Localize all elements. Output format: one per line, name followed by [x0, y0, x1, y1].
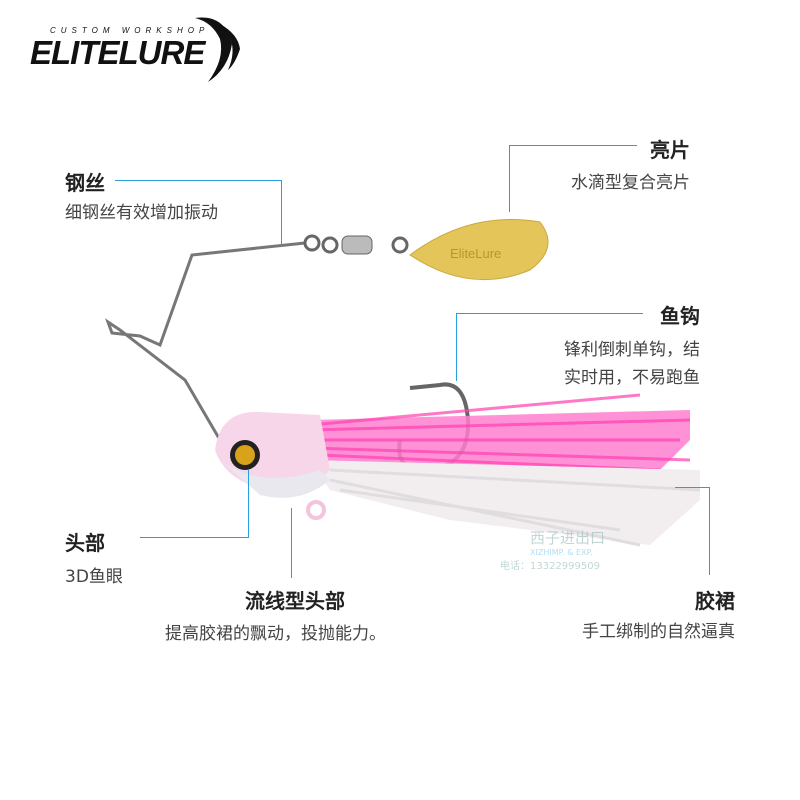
head-title: 头部 — [65, 531, 105, 555]
blade-engraving: EliteLure — [450, 246, 501, 261]
skirt-leader-line — [675, 487, 709, 488]
blade-leader-line-v — [509, 145, 510, 212]
head-desc: 3D鱼眼 — [65, 567, 123, 587]
logo-tagline: CUSTOM WORKSHOP — [50, 26, 210, 35]
hook-leader-line — [456, 313, 643, 314]
swivel — [303, 234, 409, 255]
wire-leader-line — [115, 180, 281, 181]
watermark: 西子进出口 XIZHIMP. & EXP. 电话：13322999509 — [500, 527, 605, 572]
watermark-name-cn: 西子进出口 — [530, 529, 606, 547]
logo-swoosh-icon — [195, 17, 240, 82]
wire-desc: 细钢丝有效增加振动 — [65, 203, 218, 223]
blade-title: 亮片 — [650, 138, 690, 162]
brand-logo: CUSTOM WORKSHOP ELITELURE — [30, 14, 245, 84]
hook-desc-line2: 实时用，不易跑鱼 — [564, 368, 700, 388]
blade-leader-line — [509, 145, 637, 146]
blade-desc: 水滴型复合亮片 — [571, 173, 690, 193]
wire-leader-line-v — [281, 180, 282, 246]
streamline-head-desc: 提高胶裙的飘动，投抛能力。 — [165, 624, 386, 644]
watermark-name-en: XIZHIMP. & EXP. — [530, 548, 593, 557]
jig-head — [215, 411, 330, 520]
skirt — [309, 393, 701, 547]
wire-arm — [105, 241, 306, 441]
head-leader-line — [140, 537, 248, 538]
hook-leader-line-v — [456, 313, 457, 381]
head-leader-line-v — [248, 470, 249, 538]
logo-wordmark: ELITELURE — [30, 34, 205, 71]
blade: EliteLure — [409, 219, 549, 281]
skirt-desc: 手工绑制的自然逼真 — [582, 622, 735, 642]
hook-title: 鱼钩 — [660, 304, 700, 328]
wire-title: 钢丝 — [65, 171, 105, 195]
skirt-title: 胶裙 — [695, 589, 735, 613]
streamline-head-title: 流线型头部 — [245, 589, 345, 613]
skirt-leader-line-v — [709, 487, 710, 575]
watermark-phone: 电话：13322999509 — [500, 561, 600, 572]
streamline-leader-line — [291, 508, 292, 578]
hook-desc-line1: 锋利倒刺单钩，结 — [564, 340, 700, 360]
